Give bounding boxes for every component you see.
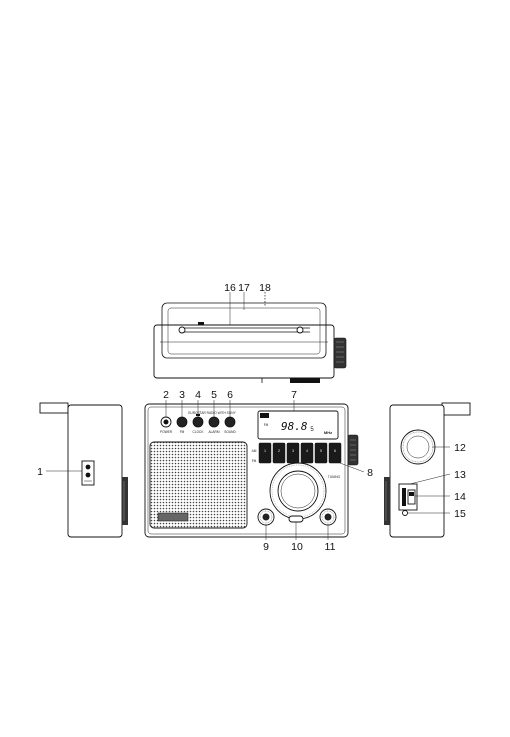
callout-2: 2 bbox=[163, 389, 169, 401]
clock-button[interactable] bbox=[193, 417, 203, 427]
callout-13: 13 bbox=[454, 469, 466, 481]
callout-1: 1 bbox=[37, 466, 43, 478]
left-side-view bbox=[40, 403, 128, 537]
preset-button-1[interactable] bbox=[259, 443, 271, 463]
callout-18: 18 bbox=[259, 282, 271, 294]
lcd-band: FM bbox=[264, 423, 269, 427]
led-indicator bbox=[289, 516, 303, 522]
front-view: EUROSTAR RADIO WITH SONY POWER FM CLOCK … bbox=[145, 400, 364, 540]
tuning-dial[interactable] bbox=[278, 471, 318, 511]
callout-8: 8 bbox=[367, 467, 373, 479]
callout-5: 5 bbox=[211, 389, 217, 401]
preset-label-4: 4 bbox=[306, 449, 308, 453]
band-am: AM bbox=[252, 449, 257, 453]
preset-button-4[interactable] bbox=[301, 443, 313, 463]
callout-16: 16 bbox=[224, 282, 236, 294]
left-handle-stub bbox=[40, 403, 68, 413]
right-knob-edge bbox=[384, 477, 390, 525]
label-alarm: ALARM bbox=[209, 430, 220, 434]
right-handle-stub bbox=[442, 403, 470, 415]
callout-14: 14 bbox=[454, 491, 466, 503]
preset-label-2: 2 bbox=[278, 449, 280, 453]
preset-label-6: 6 bbox=[334, 449, 336, 453]
tuning-label: TUNING bbox=[328, 475, 341, 479]
callout-15: 15 bbox=[454, 508, 466, 520]
lcd-reading: 98.8 bbox=[281, 420, 308, 433]
band-fm: FM bbox=[252, 459, 257, 463]
label-power: POWER bbox=[160, 430, 173, 434]
callout-3: 3 bbox=[179, 389, 185, 401]
model-text: EUROSTAR RADIO WITH SONY bbox=[188, 411, 236, 415]
top-view bbox=[154, 292, 346, 383]
fm-button[interactable] bbox=[177, 417, 187, 427]
label-sound: SOUND bbox=[224, 430, 236, 434]
callout-6: 6 bbox=[227, 389, 233, 401]
sd-slot bbox=[402, 488, 406, 506]
callout-10: 10 bbox=[291, 541, 303, 553]
preset-button-2[interactable] bbox=[273, 443, 285, 463]
preset-label-5: 5 bbox=[320, 449, 322, 453]
preset-button-3[interactable] bbox=[287, 443, 299, 463]
alarm-button[interactable] bbox=[209, 417, 219, 427]
callout-12: 12 bbox=[454, 442, 466, 454]
callout-17: 17 bbox=[238, 282, 250, 294]
label-clock: CLOCK bbox=[193, 430, 205, 434]
callout-11: 11 bbox=[325, 541, 336, 553]
preset-label-3: 3 bbox=[292, 449, 294, 453]
headphone-jack bbox=[403, 511, 408, 516]
preset-button-6[interactable] bbox=[329, 443, 341, 463]
callout-4: 4 bbox=[195, 389, 201, 401]
preset-button-5[interactable] bbox=[315, 443, 327, 463]
label-fm: FM bbox=[180, 430, 185, 434]
brand-plate bbox=[158, 513, 188, 521]
callout-9: 9 bbox=[263, 541, 269, 553]
sound-button[interactable] bbox=[225, 417, 235, 427]
callout-7: 7 bbox=[291, 389, 297, 401]
left-knob-edge bbox=[122, 477, 128, 525]
top-knob bbox=[334, 338, 346, 368]
lcd-unit: MHz bbox=[324, 430, 332, 435]
right-side-body bbox=[390, 405, 444, 537]
side-dial[interactable] bbox=[401, 430, 435, 464]
preset-label-1: 1 bbox=[264, 449, 266, 453]
